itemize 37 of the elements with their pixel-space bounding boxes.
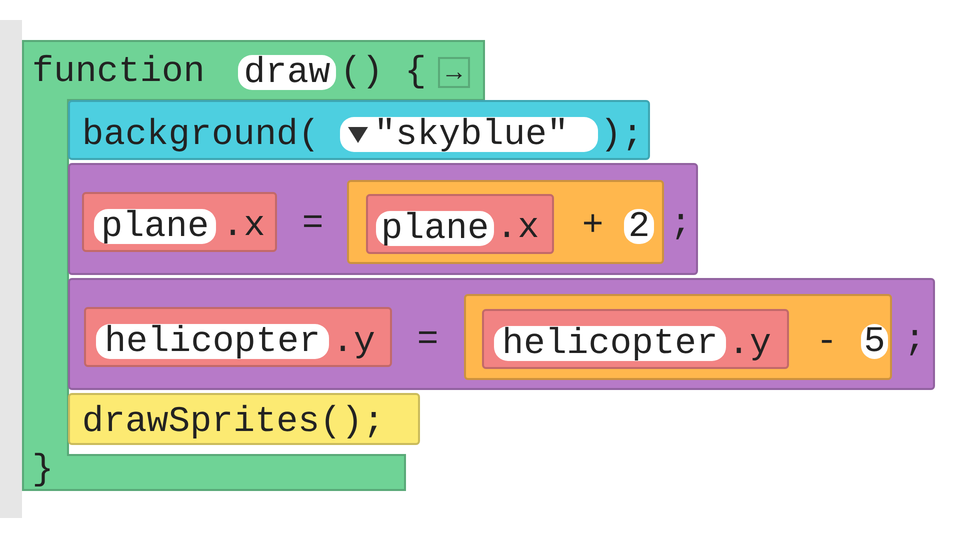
code-text: ; [904, 322, 926, 358]
expression-block [347, 180, 664, 264]
variable-field: plane [94, 209, 216, 244]
code-text: = [417, 322, 439, 358]
expression-block [464, 294, 892, 380]
code-text: ); [600, 117, 644, 153]
code-text: = [302, 206, 324, 242]
code-text: function [32, 54, 205, 90]
code-text: ; [670, 206, 692, 242]
assignment-block [68, 278, 935, 390]
code-text: + [582, 208, 604, 244]
assignment-block [68, 163, 698, 275]
variable-field: helicopter [96, 324, 329, 359]
code-text: - [816, 324, 838, 360]
code-text: background( [82, 117, 320, 153]
arrow-button: → [438, 57, 470, 88]
property-block [82, 192, 277, 252]
variable-field: helicopter [494, 326, 726, 361]
code-text: "skyblue" [374, 117, 568, 153]
code-text: .y [728, 326, 772, 362]
code-text: .x [222, 208, 266, 244]
code-text: .x [496, 210, 540, 246]
property-block [84, 307, 392, 367]
code-text: drawSprites(); [82, 404, 384, 440]
code-text: () { [340, 54, 426, 90]
property-block [482, 309, 789, 369]
property-block [366, 194, 554, 254]
variable-field: plane [376, 211, 494, 246]
name-field: draw [238, 55, 336, 90]
number-field: 5 [861, 324, 888, 359]
statement-block [68, 393, 420, 445]
statement-block [68, 100, 650, 160]
number-field: 2 [624, 209, 654, 244]
code-text: .y [332, 324, 376, 360]
code-text: } [32, 452, 54, 488]
dropdown-field [340, 117, 598, 152]
editor-gutter [0, 20, 22, 518]
